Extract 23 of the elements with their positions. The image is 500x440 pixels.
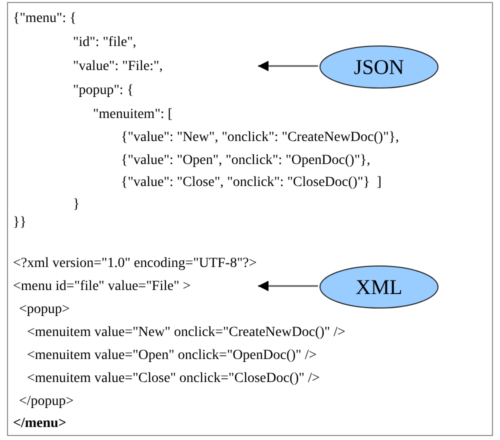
code-line: <menu id="file" value="File" > [13, 279, 191, 295]
code-line: </popup> [19, 394, 74, 410]
label-ellipse: JSON [319, 45, 439, 89]
code-line: <menuitem value="New" onclick="CreateNewDoc()" /> [27, 325, 346, 341]
label-ellipse: XML [319, 265, 439, 309]
code-line: </menu> [13, 416, 66, 432]
arrow [258, 60, 318, 72]
code-line: {"value": "New", "onclick": "CreateNewDoc()"}, [121, 130, 400, 146]
code-line: "menuitem": [ [93, 107, 172, 123]
code-line: } [73, 197, 80, 213]
code-line: <?xml version="1.0" encoding="UTF-8"?> [13, 256, 257, 272]
code-line: <menuitem value="Open" onclick="OpenDoc()" /> [27, 348, 317, 364]
code-line: {"value": "Open", "onclick": "OpenDoc()"}, [121, 153, 370, 169]
code-line: }} [13, 215, 26, 231]
code-line: <popup> [19, 302, 70, 318]
code-line: {"value": "Close", "onclick": "CloseDoc()"} ] [121, 175, 382, 191]
frame-box [7, 2, 493, 436]
arrow [258, 280, 318, 292]
code-line: {"menu": { [13, 11, 76, 27]
code-line: "id": "file", [73, 35, 136, 51]
code-line: "popup": { [73, 83, 134, 99]
code-line: <menuitem value="Close" onclick="CloseDoc()" /> [27, 371, 320, 387]
code-line: "value": "File:", [73, 59, 163, 75]
